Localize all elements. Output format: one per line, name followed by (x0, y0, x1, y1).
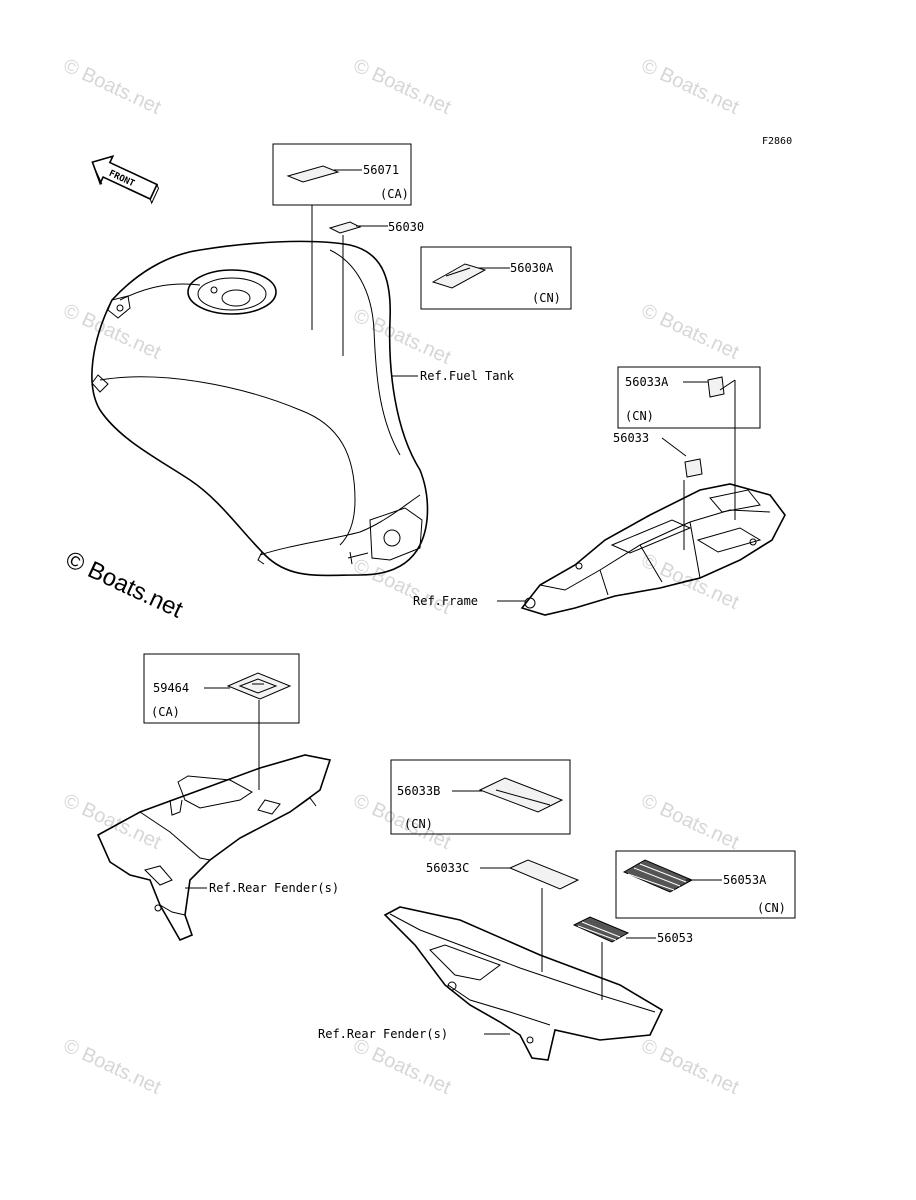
callout-box (143, 653, 300, 724)
callout-56033B: 56033B (CN) (390, 759, 571, 835)
part-number-56033B: 56033B (397, 784, 440, 798)
callout-box (615, 850, 796, 919)
callout-56053: 56053 (572, 916, 693, 1000)
ref-fuel-tank-label: Ref.Fuel Tank (420, 369, 515, 383)
watermark: © Boats.net (638, 55, 743, 119)
watermark: © Boats.net (350, 305, 455, 369)
fuel-tank-illustration (91, 240, 429, 577)
callout-box (390, 759, 571, 835)
decal-56033-icon (684, 458, 703, 478)
decal-56071-icon (286, 165, 340, 183)
region-code-56033A: (CN) (625, 409, 654, 423)
callout-box (617, 366, 761, 429)
region-code-56053A: (CN) (757, 901, 786, 915)
callout-56053A: 56053A (CN) (615, 850, 796, 919)
part-number-59464: 59464 (153, 681, 189, 695)
callout-box (420, 246, 572, 310)
callout-box (272, 143, 412, 206)
frame-illustration (520, 483, 786, 616)
watermark: © Boats.net (350, 1035, 455, 1099)
ref-frame-label: Ref.Frame (413, 594, 478, 608)
decal-56033C-icon (508, 859, 580, 890)
decal-56030A-icon (431, 263, 487, 289)
part-number-56033A: 56033A (625, 375, 669, 389)
callout-59464: 59464 (CA) (143, 653, 300, 790)
watermark: © Boats.net (638, 550, 743, 614)
watermark: © Boats.net (60, 300, 165, 364)
part-number-56030A: 56030A (510, 261, 554, 275)
part-number-56053A: 56053A (723, 873, 767, 887)
watermark: © Boats.net (350, 790, 455, 854)
ref-rear-fender-label-right: Ref.Rear Fender(s) (318, 1027, 448, 1041)
callout-56033: 56033 (613, 431, 703, 550)
watermark: © Boats.net (638, 790, 743, 854)
callout-56071: 56071 (CA) (272, 143, 412, 330)
decal-59464-icon (226, 672, 292, 700)
callout-56033A: 56033A (CN) (617, 366, 761, 520)
part-number-56033: 56033 (613, 431, 649, 445)
watermark: © Boats.net (638, 1035, 743, 1099)
callout-56030: 56030 (328, 220, 424, 356)
rear-fender-left-illustration (96, 754, 332, 942)
front-arrow-icon: FRONT (91, 154, 159, 205)
decal-56030-icon (328, 221, 362, 234)
part-number-56033C: 56033C (426, 861, 469, 875)
rear-fender-right-illustration (383, 906, 664, 1061)
watermark: © Boats.net (60, 1035, 165, 1099)
part-number-56030: 56030 (388, 220, 424, 234)
callout-56033C: 56033C (426, 859, 580, 972)
part-number-56071: 56071 (363, 163, 399, 177)
region-code-59464: (CA) (151, 705, 180, 719)
region-code-56030A: (CN) (532, 291, 561, 305)
diagram-code: F2860 (762, 136, 792, 147)
watermark: © Boats.net (350, 55, 455, 119)
ref-rear-fender-label-left: Ref.Rear Fender(s) (209, 881, 339, 895)
decal-56033B-icon (478, 777, 564, 813)
region-code-56071: (CA) (380, 187, 409, 201)
watermark: © Boats.net (60, 55, 165, 119)
decal-56033A-icon (707, 376, 725, 398)
watermark-layer: © Boats.net © Boats.net © Boats.net © Bo… (60, 55, 743, 1099)
part-number-56053: 56053 (657, 931, 693, 945)
watermark: © Boats.net (60, 790, 165, 854)
watermark: © Boats.net (638, 300, 743, 364)
region-code-56033B: (CN) (404, 817, 433, 831)
watermark: © Boats.net (61, 546, 187, 624)
callout-56030A: 56030A (CN) (420, 246, 572, 310)
